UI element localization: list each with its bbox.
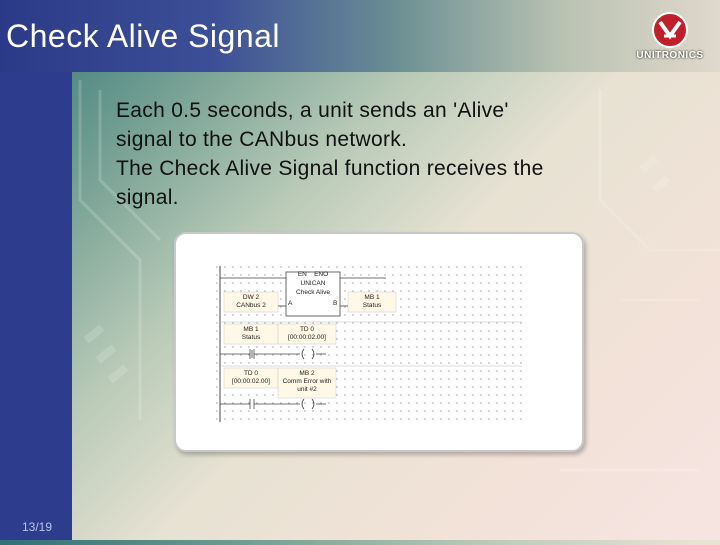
title-bar: Check Alive Signal UNITRONICS	[0, 0, 720, 72]
unitronics-logo: UNITRONICS	[628, 10, 712, 68]
left-strip	[0, 0, 72, 540]
out-operand-1: MB 1	[364, 294, 380, 301]
fb-name-2: Check Alive	[296, 289, 330, 296]
r2-contact-1: MB 1	[243, 326, 259, 333]
body-line: signal to the CANbus network.	[116, 128, 408, 151]
fb-pin-a: A	[288, 300, 293, 307]
body-text: Each 0.5 seconds, a unit sends an 'Alive…	[116, 96, 676, 212]
r2-contact-2: Status	[241, 334, 261, 341]
r3-contact-2: [00:00:02.00]	[232, 378, 270, 385]
fb-en-eno-header: EN ENO	[286, 271, 340, 279]
fb-eno-label: ENO	[314, 271, 329, 278]
body-line: The Check Alive Signal function receives…	[116, 157, 544, 180]
page-number: 13/19	[22, 520, 53, 534]
ladder-diagram: EN ENO UNICAN Check Alive A B DW 2 CANbu…	[216, 266, 522, 422]
r2-timer-1: TD 0	[299, 326, 315, 333]
r3-coil-3: unit #2	[297, 386, 317, 393]
in-operand-2: CANbus 2	[236, 302, 266, 309]
r3-coil-2: Comm Error with	[282, 378, 332, 385]
r2-timer-2: [00:00:02.00]	[288, 334, 326, 341]
out-operand-2: Status	[362, 302, 382, 309]
r3-contact-1: TD 0	[243, 370, 259, 377]
r3-coil-1: MB 2	[299, 370, 315, 377]
body-line: signal.	[116, 186, 179, 209]
logo-emblem-icon	[652, 12, 688, 48]
fb-en-label: EN	[297, 271, 307, 278]
slide-title: Check Alive Signal	[6, 18, 281, 54]
fb-pin-b: B	[333, 300, 338, 307]
body-line: Each 0.5 seconds, a unit sends an 'Alive…	[116, 99, 509, 122]
logo-text: UNITRONICS	[636, 50, 704, 61]
fb-name-1: UNICAN	[300, 280, 326, 287]
in-operand-1: DW 2	[242, 294, 260, 301]
